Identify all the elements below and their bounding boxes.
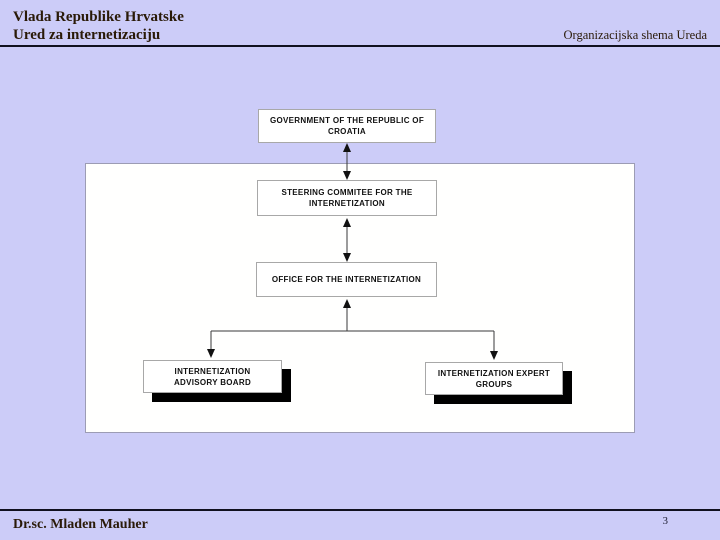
footer-author: Dr.sc. Mladen Mauher [13,517,148,532]
org-node-office: OFFICE FOR THE INTERNETIZATION [256,262,437,297]
org-node-expert-groups: INTERNETIZATION EXPERT GROUPS [425,362,563,395]
org-node-advisory-board: INTERNETIZATION ADVISORY BOARD [143,360,282,393]
org-node-steering-committee: STEERING COMMITEE FOR THE INTERNETIZATIO… [257,180,437,216]
header-title-line2: Ured za internetizaciju [13,27,161,43]
header-right-label: Organizacijska shema Ureda [563,28,707,42]
page-number: 3 [662,515,669,527]
slide-footer: Dr.sc. Mladen Mauher 3 [0,509,720,540]
header-title-line1: Vlada Republike Hrvatske [13,9,184,25]
org-node-government: GOVERNMENT OF THE REPUBLIC OF CROATIA [258,109,436,143]
slide-header: Vlada Republike Hrvatske Ured za interne… [0,0,720,47]
header-title-block: Vlada Republike Hrvatske Ured za interne… [13,8,184,44]
